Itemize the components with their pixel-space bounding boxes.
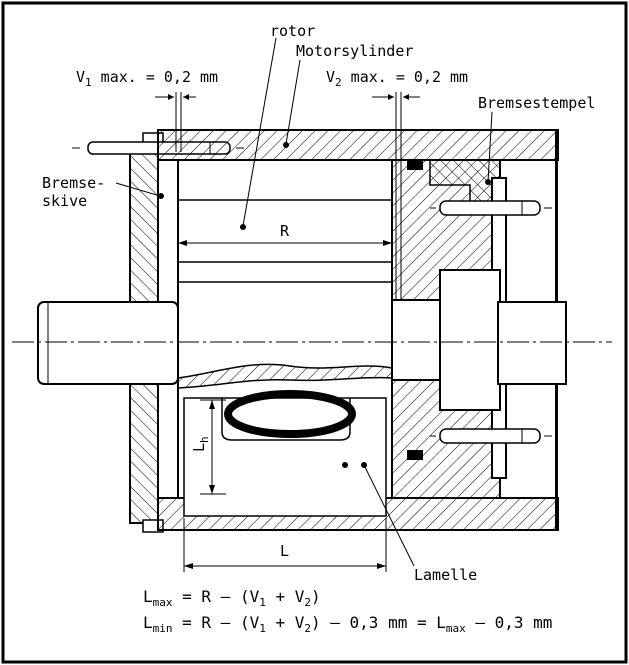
leader-lines	[115, 37, 493, 567]
dimension-l	[183, 518, 387, 572]
label-lh: Lh	[190, 436, 211, 452]
label-bremseskive-1: Bremse-	[42, 174, 105, 192]
label-v2: V2 max. = 0,2 mm	[326, 68, 468, 89]
seal-top	[407, 160, 423, 170]
label-r: R	[280, 222, 290, 240]
label-v1: V1 max. = 0,2 mm	[76, 68, 218, 89]
dimension-lh	[200, 399, 226, 495]
rotor	[177, 159, 393, 517]
dimension-r	[178, 240, 392, 246]
lamelle-ring	[224, 390, 356, 438]
label-bremsestempel: Bremsestempel	[478, 94, 595, 112]
label-l: L	[280, 542, 289, 560]
shaft	[37, 269, 567, 411]
label-lamelle: Lamelle	[414, 566, 477, 584]
seal-bottom	[407, 450, 423, 460]
svg-text:Lh: Lh	[190, 436, 211, 452]
v2-gap-marks	[372, 92, 420, 300]
formula-lmin: Lmin = R – (V1 + V2) – 0,3 mm = Lmax – 0…	[143, 613, 552, 635]
label-rotor: rotor	[270, 22, 315, 40]
label-bremseskive-2: skive	[42, 192, 87, 210]
formula-lmax: Lmax = R – (V1 + V2)	[143, 587, 321, 609]
v1-gap-marks	[155, 92, 196, 152]
label-motorsylinder: Motorsylinder	[296, 42, 413, 60]
